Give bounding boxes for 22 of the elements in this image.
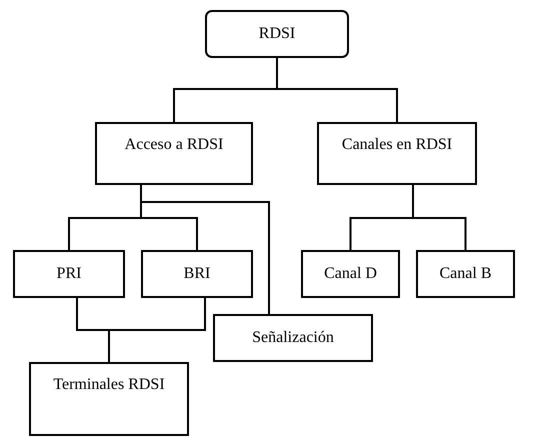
- category-box: [95, 122, 253, 185]
- node-label: Canal B: [438, 265, 492, 283]
- category-box: [213, 314, 373, 362]
- category-box: [29, 362, 189, 436]
- node-label: Terminales RDSI: [52, 376, 166, 394]
- root-box: [205, 10, 349, 58]
- node-label: Canal D: [323, 265, 378, 283]
- node-label: BRI: [182, 265, 212, 283]
- connector-line: [140, 185, 270, 314]
- category-box: [416, 250, 515, 298]
- node-label: Canales en RDSI: [340, 136, 454, 154]
- connector-line: [412, 185, 466, 250]
- connector-line: [276, 58, 398, 122]
- connector-line: [108, 298, 206, 362]
- node-label: PRI: [56, 265, 82, 283]
- node-label: Señalización: [251, 329, 335, 347]
- node-label: RDSI: [258, 25, 296, 43]
- category-box: [317, 122, 477, 185]
- node-label: Acceso a RDSI: [124, 136, 224, 154]
- category-box: [13, 250, 125, 298]
- category-box: [301, 250, 400, 298]
- category-box: [141, 250, 253, 298]
